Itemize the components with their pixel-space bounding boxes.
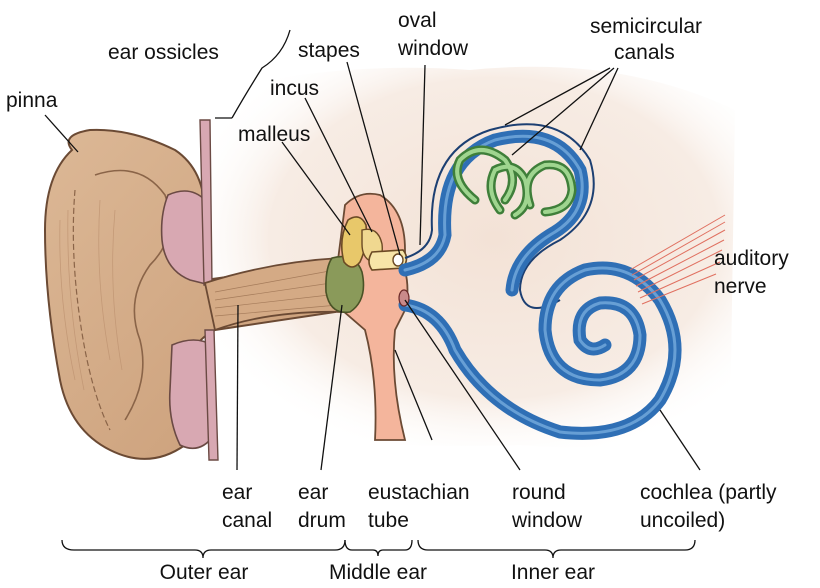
region-middle-ear: Middle ear bbox=[310, 560, 446, 585]
label-round-window-line1: round bbox=[512, 480, 566, 505]
label-semicircular-line2: canals bbox=[614, 40, 675, 65]
label-incus: incus bbox=[270, 76, 319, 101]
label-cochlea-line2: uncoiled) bbox=[640, 508, 725, 533]
label-semicircular-line1: semicircular bbox=[590, 14, 702, 39]
label-ear-drum-line2: drum bbox=[298, 508, 346, 533]
label-ear-canal-line1: ear bbox=[222, 480, 252, 505]
label-eustachian-line2: tube bbox=[368, 508, 409, 533]
label-cochlea-line1: cochlea (partly bbox=[640, 480, 777, 505]
label-oval-window-line1: oval bbox=[398, 8, 437, 33]
label-round-window-line2: window bbox=[512, 508, 582, 533]
label-ear-ossicles: ear ossicles bbox=[108, 40, 219, 65]
label-oval-window-line2: window bbox=[398, 36, 468, 61]
label-ear-drum-line1: ear bbox=[298, 480, 328, 505]
oval-window-shape bbox=[393, 254, 403, 266]
label-pinna: pinna bbox=[6, 88, 57, 113]
label-auditory-nerve-line2: nerve bbox=[714, 274, 767, 299]
region-outer-ear: Outer ear bbox=[134, 560, 274, 585]
label-malleus: malleus bbox=[238, 122, 310, 147]
label-stapes: stapes bbox=[298, 38, 360, 63]
label-ear-canal-line2: canal bbox=[222, 508, 272, 533]
region-braces bbox=[62, 540, 695, 558]
region-inner-ear: Inner ear bbox=[490, 560, 616, 585]
label-eustachian-line1: eustachian bbox=[368, 480, 470, 505]
label-auditory-nerve-line1: auditory bbox=[714, 246, 789, 271]
